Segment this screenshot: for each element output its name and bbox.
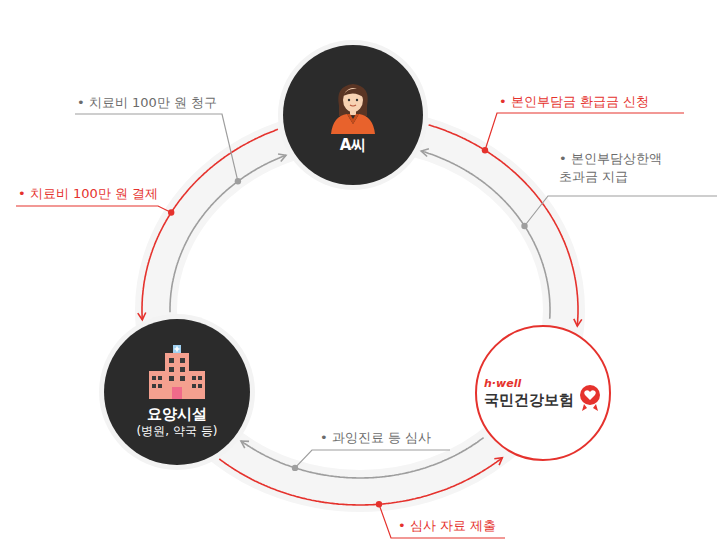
flow-arc — [429, 125, 578, 326]
nhis-logo — [578, 384, 602, 412]
person-node: A씨 — [283, 45, 423, 185]
facility-node: 요양시설(병원, 약국 등) — [104, 319, 250, 465]
flow-label: • 치료비 100만 원 청구 — [75, 94, 219, 112]
insurer-node: h·well국민건강보험 — [475, 325, 611, 461]
person-icon — [325, 76, 381, 134]
flow-arc — [219, 458, 502, 505]
flow-arc — [421, 151, 550, 319]
flow-arc — [170, 155, 286, 312]
leader-dot — [168, 209, 174, 215]
node-text: 요양시설 — [147, 405, 207, 424]
hospital-icon — [145, 345, 209, 401]
node-text: A씨 — [340, 136, 367, 155]
leader-line — [75, 114, 238, 181]
flow-label: • 본인부담상한액 초과금 지급 — [557, 150, 679, 186]
leader-dot — [521, 223, 527, 229]
leader-dot — [292, 465, 298, 471]
node-text: h·well — [484, 377, 521, 391]
leader-line — [485, 113, 684, 150]
flow-label: • 본인부담금 환급금 신청 — [497, 93, 651, 111]
leader-line — [525, 196, 717, 226]
leader-line — [16, 206, 171, 213]
node-text: 국민건강보험 — [484, 391, 574, 410]
flow-label: • 치료비 100만 원 결제 — [16, 185, 160, 203]
leader-line — [379, 504, 505, 538]
flow-arc — [142, 129, 278, 319]
text-column: h·well국민건강보험 — [484, 377, 574, 410]
leader-dot — [235, 178, 241, 184]
node-text: (병원, 약국 등) — [137, 424, 218, 439]
leader-line — [295, 450, 450, 468]
leader-dot — [482, 147, 488, 153]
flow-label: • 과잉진료 등 심사 — [318, 429, 433, 447]
flow-label: • 심사 자료 제출 — [396, 517, 498, 535]
leader-dot — [376, 501, 382, 507]
